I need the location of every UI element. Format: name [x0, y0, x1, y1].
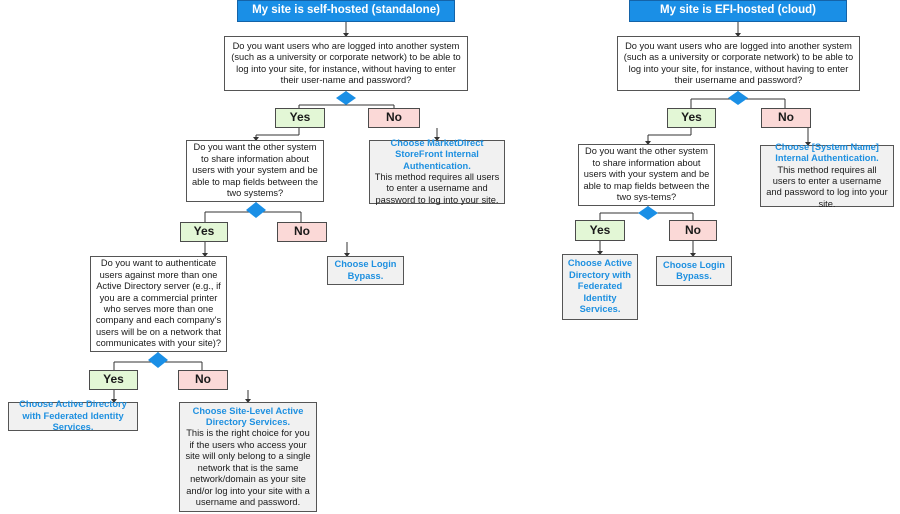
result-heading: Choose Site-Level Active Directory Servi…: [192, 405, 304, 428]
left-yes-2: Yes: [180, 222, 228, 242]
result-description: This is the right choice for you if the …: [185, 428, 311, 507]
right-question-2: Do you want the other system to share in…: [578, 144, 715, 206]
right-title: My site is EFI-hosted (cloud): [629, 0, 847, 22]
result-description: This method requires all users to enter …: [374, 172, 500, 205]
left-result-ad-federated: Choose Active Directory with Federated I…: [8, 399, 138, 433]
left-question-3: Do you want to authenticate users agains…: [90, 256, 227, 352]
decision-diamond-right-1: [728, 91, 748, 105]
result-heading: Choose [System Name] Internal Authentica…: [775, 141, 879, 164]
left-result-login-bypass: Choose Login Bypass.: [327, 256, 404, 285]
result-description: This method requires all users to enter …: [766, 164, 888, 209]
left-question-2: Do you want the other system to share in…: [186, 140, 324, 202]
result-heading: Choose MarketDirect StoreFront Internal …: [390, 137, 484, 171]
left-no-1: No: [368, 108, 420, 128]
left-result-internal-auth: Choose MarketDirect StoreFront Internal …: [369, 137, 505, 205]
left-no-3: No: [178, 370, 228, 390]
right-no-2: No: [669, 220, 717, 241]
result-heading: Choose Login Bypass.: [334, 259, 397, 281]
decision-diamond-left-2: [246, 202, 266, 218]
left-yes-1: Yes: [275, 108, 325, 128]
result-heading: Choose Login Bypass.: [663, 259, 725, 281]
result-heading: Choose Active Directory with Federated I…: [567, 258, 633, 315]
left-yes-3: Yes: [89, 370, 138, 390]
left-result-site-level-ad: Choose Site-Level Active Directory Servi…: [179, 402, 317, 512]
right-no-1: No: [761, 108, 811, 128]
result-heading: Choose Active Directory with Federated I…: [19, 399, 127, 433]
left-question-1: Do you want users who are logged into an…: [224, 36, 468, 91]
right-yes-1: Yes: [667, 108, 716, 128]
right-result-internal-auth: Choose [System Name] Internal Authentica…: [760, 141, 894, 209]
left-no-2: No: [277, 222, 327, 242]
right-yes-2: Yes: [575, 220, 625, 241]
decision-diamond-right-2: [638, 206, 658, 220]
decision-diamond-left-1: [336, 91, 356, 105]
left-title: My site is self-hosted (standalone): [237, 0, 455, 22]
right-result-ad-federated: Choose Active Directory with Federated I…: [562, 254, 638, 320]
right-question-1: Do you want users who are logged into an…: [617, 36, 860, 91]
right-result-login-bypass: Choose Login Bypass.: [656, 256, 732, 286]
decision-diamond-left-3: [148, 352, 168, 368]
